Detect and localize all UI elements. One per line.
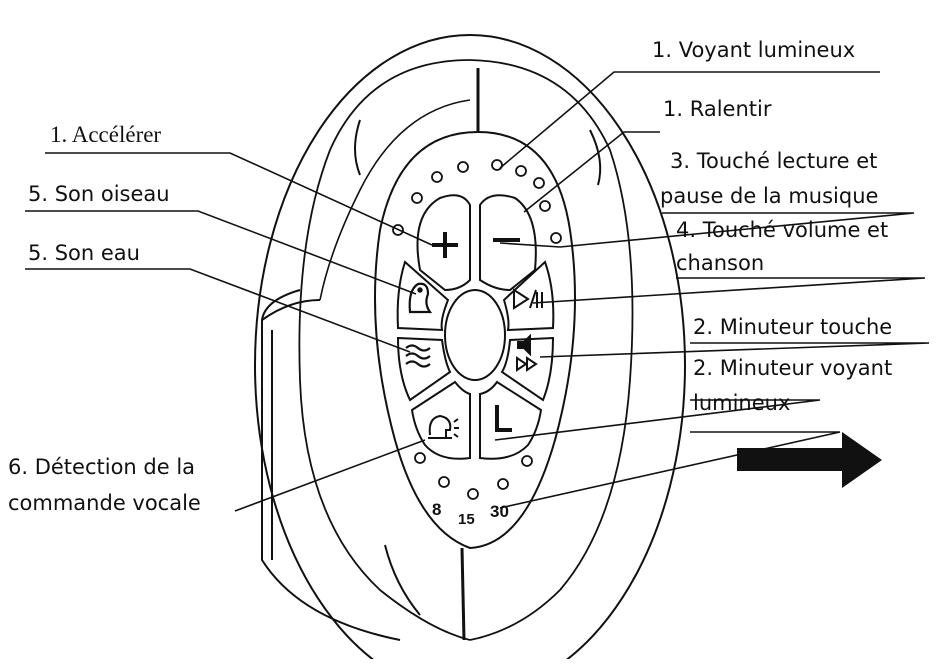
- bird-icon: [408, 282, 433, 314]
- timer-l-icon: [495, 405, 512, 432]
- label-ralentir: 1. Ralentir: [663, 97, 772, 121]
- timer-8-label: 8: [432, 500, 441, 519]
- label-accelerer: 1. Accélérer: [50, 122, 162, 147]
- water-waves-icon: [405, 344, 431, 368]
- label-voyant-lumineux: 1. Voyant lumineux: [652, 38, 856, 62]
- label-touche-lecture-line1: 3. Touché lecture et: [670, 149, 878, 173]
- label-detection-line1: 6. Détection de la: [8, 455, 196, 479]
- label-touche-volume-line2: chanson: [676, 251, 765, 275]
- label-minuteur-voyant-line1: 2. Minuteur voyant: [693, 356, 893, 380]
- timer-15-label: 15: [458, 511, 475, 528]
- voice-command-icon: [428, 414, 459, 439]
- plus-icon: [432, 232, 458, 258]
- label-son-eau: 5. Son eau: [28, 241, 140, 265]
- leader-lines: [25, 71, 930, 512]
- label-son-oiseau: 5. Son oiseau: [28, 182, 170, 206]
- buttons: [396, 194, 555, 460]
- play-pause-button[interactable]: [502, 260, 555, 332]
- led-indicators: [392, 159, 562, 500]
- device-shell: [254, 34, 686, 664]
- label-minuteur-touche: 2. Minuteur touche: [693, 315, 893, 339]
- control-panel: [374, 130, 576, 550]
- volume-next-icon: [516, 333, 538, 372]
- voice-command-button[interactable]: [410, 380, 471, 460]
- label-touche-volume-line1: 4. Touché volume et: [676, 218, 889, 242]
- label-touche-lecture-line2: pause de la musique: [660, 184, 879, 208]
- label-detection-line2: commande vocale: [8, 491, 201, 515]
- play-pause-icon: [513, 288, 543, 310]
- center-button[interactable]: [444, 289, 506, 381]
- arrow-right-icon: [737, 432, 882, 488]
- slow-down-button[interactable]: [479, 194, 537, 292]
- timer-30-label: 30: [490, 502, 509, 521]
- label-minuteur-voyant-line2: lumineux: [693, 391, 791, 415]
